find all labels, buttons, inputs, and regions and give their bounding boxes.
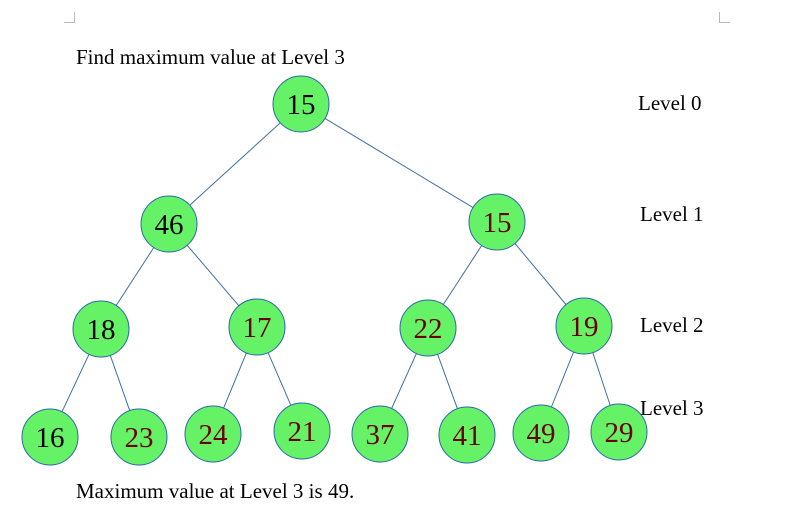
tree-node-l2-d: 19 <box>555 297 613 355</box>
level-label-3: Level 3 <box>640 396 704 420</box>
tree-edges <box>61 117 611 412</box>
tree-node-value: 16 <box>36 422 65 454</box>
tree-node-value: 19 <box>570 311 599 343</box>
tree-edge-l2-b-l3-d <box>267 352 292 406</box>
tree-node-circle <box>590 403 648 461</box>
answer-text: Maximum value at Level 3 is 49. <box>76 479 355 503</box>
tree-node-circle <box>272 75 330 133</box>
tree-node-circle <box>512 404 570 462</box>
tree-edge-l2-b-l3-c <box>223 352 247 409</box>
tree-node-value: 29 <box>605 417 634 449</box>
tree-node-l2-a: 18 <box>72 300 130 358</box>
tree-node-l3-b: 23 <box>110 408 168 466</box>
tree-node-circle <box>21 408 79 466</box>
tree-edge-l2-c-l3-e <box>391 353 417 409</box>
tree-node-value: 22 <box>414 313 443 345</box>
tree-node-l2-c: 22 <box>399 299 457 357</box>
tree-node-circle <box>273 402 331 460</box>
tree-node-l3-c: 24 <box>184 405 242 463</box>
tree-node-value: 18 <box>87 314 116 346</box>
tree-node-circle <box>438 406 496 464</box>
tree-edge-l2-c-l3-f <box>437 354 458 409</box>
tree-edge-l0-a-l1-a <box>189 122 281 206</box>
tree-node-l3-f: 41 <box>438 406 496 464</box>
tree-node-l0-a: 15 <box>272 75 330 133</box>
tree-node-circle <box>228 298 286 356</box>
tree-edge-l2-a-l3-a <box>61 354 90 412</box>
tree-edge-l2-a-l3-b <box>109 355 131 411</box>
tree-edge-l1-b-l2-d <box>514 243 567 305</box>
tree-node-circle <box>555 297 613 355</box>
tree-node-l3-e: 37 <box>351 405 409 463</box>
tree-edge-l1-a-l2-b <box>186 244 240 307</box>
tree-node-l1-b: 15 <box>468 193 526 251</box>
tree-node-circle <box>72 300 130 358</box>
tree-node-l3-g: 49 <box>512 404 570 462</box>
question-text: Find maximum value at Level 3 <box>76 45 345 69</box>
tree-edge-l2-d-l3-h <box>592 352 611 406</box>
tree-node-circle <box>110 408 168 466</box>
tree-node-circle <box>468 193 526 251</box>
tree-edge-l1-a-l2-a <box>115 247 155 306</box>
tree-node-circle <box>140 195 198 253</box>
tree-edge-l2-d-l3-g <box>550 351 575 408</box>
tree-node-circle <box>351 405 409 463</box>
tree-node-l3-d: 21 <box>273 402 331 460</box>
tree-nodes: 15 46 15 18 17 22 19 16 23 24 21 37 41 49 29 <box>21 75 648 466</box>
page-corner-mark-top-left <box>64 12 75 23</box>
tree-node-value: 41 <box>453 420 482 452</box>
tree-node-l1-a: 46 <box>140 195 198 253</box>
tree-node-value: 49 <box>527 418 556 450</box>
tree-edge-l0-a-l1-b <box>324 117 474 209</box>
level-label-1: Level 1 <box>640 202 704 226</box>
level-label-2: Level 2 <box>640 313 704 337</box>
tree-node-value: 24 <box>199 419 229 451</box>
tree-node-value: 37 <box>366 419 395 451</box>
level-label-0: Level 0 <box>638 91 702 115</box>
tree-node-circle <box>399 299 457 357</box>
tree-node-circle <box>184 405 242 463</box>
tree-node-value: 23 <box>125 422 154 454</box>
tree-node-value: 17 <box>243 312 272 344</box>
tree-node-value: 46 <box>155 209 184 241</box>
tree-node-l3-h: 29 <box>590 403 648 461</box>
page-corner-mark-top-right <box>719 12 730 23</box>
tree-node-l3-a: 16 <box>21 408 79 466</box>
tree-node-l2-b: 17 <box>228 298 286 356</box>
tree-node-value: 21 <box>288 416 317 448</box>
tree-node-value: 15 <box>483 207 512 239</box>
tree-edge-l1-b-l2-c <box>442 245 483 305</box>
tree-node-value: 15 <box>287 89 316 121</box>
